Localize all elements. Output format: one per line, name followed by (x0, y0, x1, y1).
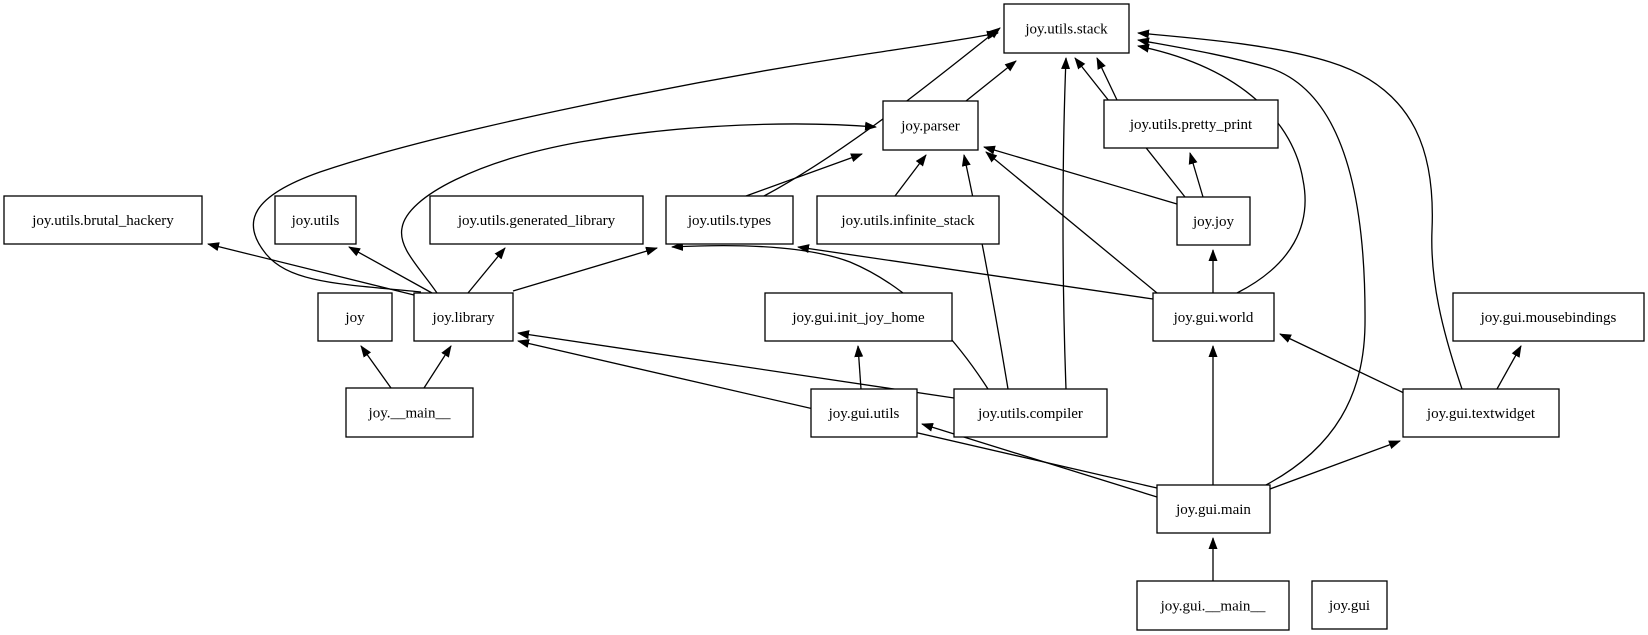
node-joy-gui-utils: joy.gui.utils (810, 388, 918, 438)
node-label: joy.utils.infinite_stack (840, 213, 975, 229)
node-label: joy.joy (1192, 214, 1235, 230)
node-joy-utils: joy.utils (274, 195, 357, 245)
node-label: joy.library (432, 310, 495, 326)
edge-joy_library-to-joy_utils_stack (252, 30, 999, 293)
node-label: joy.gui.textwidget (1426, 406, 1536, 422)
node-box (1156, 484, 1271, 534)
node-label: joy.utils.types (687, 213, 771, 229)
node-box (1452, 292, 1645, 342)
edge-joy_joy-to-joy_parser (983, 145, 1178, 205)
node-label: joy (344, 310, 365, 326)
edge-joy_library-to-joy_utils_generated_library (467, 247, 506, 294)
node-joy-gui---main--: joy.gui.__main__ (1136, 580, 1290, 631)
node-joy-library: joy.library (413, 292, 514, 342)
edge-joy_utils_compiler-to-joy_utils_stack (1061, 57, 1071, 390)
node-label: joy.utils.stack (1024, 22, 1108, 38)
edge-joy_gui_main-to-joy_gui_textwidget (1269, 440, 1401, 490)
edge-joy_utils_types-to-joy_parser (745, 153, 863, 197)
node-joy---main--: joy.__main__ (345, 387, 474, 438)
node-label: joy.utils.pretty_print (1129, 117, 1253, 133)
node-label: joy.__main__ (368, 406, 451, 422)
edge-joy_utils_compiler-to-joy_parser (961, 154, 1009, 390)
edge-joy_library-to-joy_utils (348, 246, 433, 294)
node-joy-utils-generated-library: joy.utils.generated_library (429, 195, 644, 245)
node-label: joy.gui.__main__ (1160, 599, 1266, 615)
node-label: joy.utils (291, 213, 340, 229)
node-joy-gui-world: joy.gui.world (1152, 292, 1275, 342)
node-box (665, 195, 794, 245)
node-label: joy.parser (900, 119, 960, 135)
edge-joy_gui_textwidget-to-joy_gui_mousebindings (1496, 345, 1522, 390)
edge-joy_gui_textwidget-to-joy_gui_world (1279, 333, 1407, 395)
edge-joy_gui_main-to-joy_utils_stack (1137, 37, 1366, 486)
node-box (1103, 99, 1279, 149)
edge-joy_gui_world-to-joy_utils_types (797, 244, 1154, 300)
node-joy-gui-textwidget: joy.gui.textwidget (1402, 388, 1560, 438)
node-joy-gui-mousebindings: joy.gui.mousebindings (1452, 292, 1645, 342)
node-joy-utils-compiler: joy.utils.compiler (953, 388, 1108, 438)
node-joy-utils-types: joy.utils.types (665, 195, 794, 245)
edge-joy_gui_world-to-joy_parser (985, 151, 1158, 294)
node-box (413, 292, 514, 342)
node-box (1003, 3, 1130, 54)
node-joy-gui: joy.gui (1311, 580, 1388, 630)
edge-joy_gui_textwidget-to-joy_utils_stack (1137, 29, 1463, 390)
node-joy-utils-infinite-stack: joy.utils.infinite_stack (816, 195, 1000, 245)
node-label: joy.gui.world (1173, 310, 1254, 326)
node-joy-utils-pretty-print: joy.utils.pretty_print (1103, 99, 1279, 149)
node-box (882, 100, 979, 151)
node-joy-parser: joy.parser (882, 100, 979, 151)
node-box (1136, 580, 1290, 631)
node-box (1311, 580, 1388, 630)
edge-joy_gui_utils-to-joy_gui_init_joy_home (854, 345, 864, 390)
edge-joy_parser-to-joy_utils_stack (965, 60, 1017, 102)
node-label: joy.utils.compiler (977, 406, 1083, 422)
node-joy-utils-brutal-hackery: joy.utils.brutal_hackery (3, 195, 203, 245)
edge-joy_utils_infinite_stack-to-joy_parser (894, 154, 927, 197)
edge-joy_library-to-joy_utils_types (512, 246, 658, 292)
edge-joy_utils_pretty_print-to-joy_utils_stack (1096, 57, 1118, 101)
node-box (3, 195, 203, 245)
node-joy-gui-init-joy-home: joy.gui.init_joy_home (764, 292, 953, 342)
node-box (1152, 292, 1275, 342)
node-box (345, 387, 474, 438)
node-label: joy.gui.mousebindings (1480, 310, 1617, 326)
node-box (317, 292, 393, 342)
node-box (810, 388, 918, 438)
edge-joy_joy-to-joy_utils_pretty_print (1188, 152, 1204, 198)
edge-joy_library-to-joy_utils_brutal_hackery (207, 242, 415, 296)
node-box (1402, 388, 1560, 438)
node-box (429, 195, 644, 245)
edge-joy___main__-to-joy (360, 345, 392, 389)
node-box (816, 195, 1000, 245)
edge-joy_gui_world-to-joy_utils_stack (1137, 43, 1306, 294)
node-label: joy.gui.main (1175, 502, 1251, 518)
node-label: joy.utils.generated_library (457, 213, 616, 229)
node-joy-utils-stack: joy.utils.stack (1003, 3, 1130, 54)
node-box (764, 292, 953, 342)
edge-joy___main__-to-joy_library (423, 345, 452, 389)
node-joy-joy: joy.joy (1176, 196, 1251, 246)
node-joy: joy (317, 292, 393, 342)
node-label: joy.gui.init_joy_home (791, 310, 925, 326)
node-label: joy.utils.brutal_hackery (31, 213, 174, 229)
edge-joy_utils_compiler-to-joy_library (517, 330, 955, 399)
node-joy-gui-main: joy.gui.main (1156, 484, 1271, 534)
node-box (274, 195, 357, 245)
node-label: joy.gui (1328, 598, 1370, 614)
node-box (953, 388, 1108, 438)
node-box (1176, 196, 1251, 246)
node-label: joy.gui.utils (828, 406, 900, 422)
edge-joy_library-to-joy_parser (400, 121, 877, 294)
